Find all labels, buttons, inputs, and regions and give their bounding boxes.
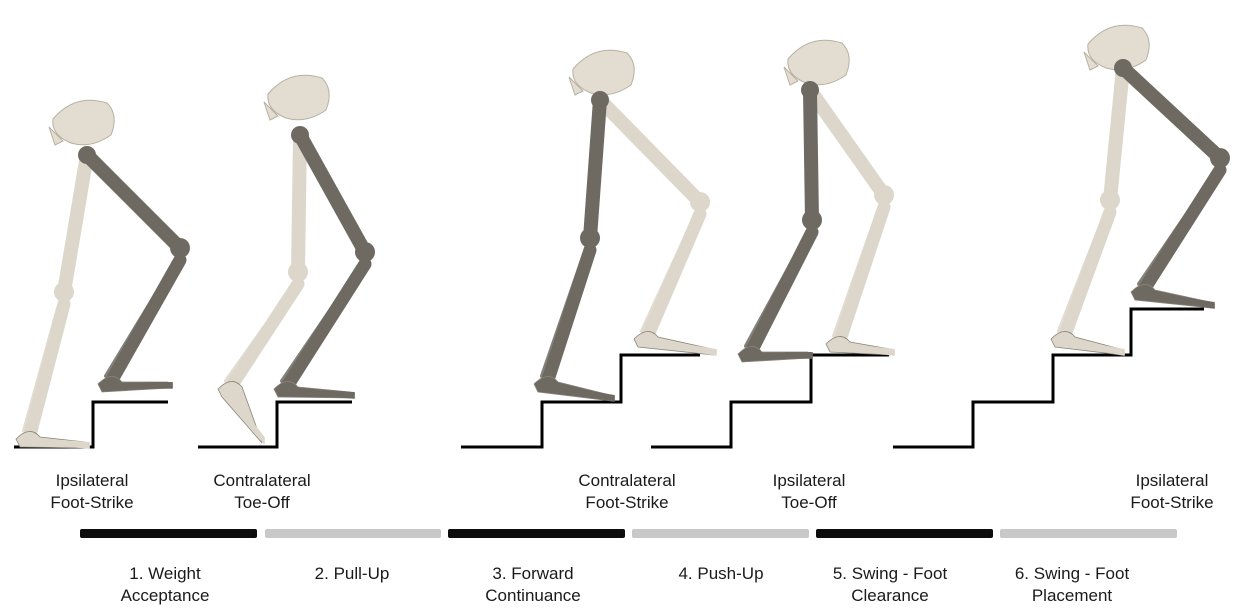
contralateral-leg-fibula	[834, 211, 878, 336]
ipsilateral-leg-femur	[810, 90, 812, 220]
ipsilateral-leg-femur	[1123, 68, 1220, 158]
ipsilateral-leg	[274, 135, 375, 398]
phase-bar-push-up	[632, 529, 809, 538]
ipsilateral-leg-femur	[590, 100, 600, 238]
event-label-contralateral-toe-off: Contralateral Toe-Off	[213, 470, 310, 514]
contralateral-leg	[600, 100, 716, 355]
phase-label-weight-acceptance: 1. Weight Acceptance	[121, 563, 210, 607]
phase-bar-swing-foot-placement	[1000, 529, 1177, 538]
ipsilateral-leg	[1123, 68, 1230, 308]
phase-label-push-up: 4. Push-Up	[678, 563, 763, 585]
ipsilateral-leg	[738, 90, 822, 362]
contralateral-leg-femur	[600, 100, 700, 202]
skeleton-figure-3	[534, 50, 716, 401]
contralateral-leg-tibia	[648, 214, 700, 335]
contralateral-leg-fibula	[1059, 216, 1104, 331]
contralateral-leg-femur	[1110, 68, 1123, 200]
event-label-ipsilateral-toe-off: Ipsilateral Toe-Off	[773, 470, 846, 514]
pelvis	[788, 40, 849, 85]
phase-bar-weight-acceptance	[80, 529, 257, 538]
stair-profile-3	[461, 355, 700, 447]
ipsilateral-leg-tibia	[752, 232, 812, 350]
stairs	[14, 309, 1204, 447]
phase-label-swing-foot-clearance: 5. Swing - Foot Clearance	[833, 563, 947, 607]
stair-profile-4	[651, 355, 889, 447]
stair-profile-5	[893, 309, 1204, 447]
phase-label-swing-foot-placement: 6. Swing - Foot Placement	[1015, 563, 1129, 607]
hip-joint	[291, 126, 309, 144]
contralateral-leg-femur	[64, 155, 87, 292]
ipsilateral-leg-tibia	[548, 250, 590, 380]
contralateral-leg-toe	[249, 423, 264, 443]
contralateral-leg	[810, 90, 894, 355]
skeleton-figure-2	[218, 75, 375, 443]
skeleton-figure-5	[1051, 25, 1230, 355]
ipsilateral-leg-tibia	[1145, 170, 1220, 288]
ipsilateral-leg-fibula	[106, 264, 174, 376]
contralateral-leg	[1051, 68, 1124, 355]
hip-joint	[591, 91, 609, 109]
event-label-ipsilateral-foot-strike: Ipsilateral Foot-Strike	[50, 470, 133, 514]
phase-label-forward-continuance: 3. Forward Continuance	[485, 563, 580, 607]
ipsilateral-leg-tibia	[112, 260, 180, 380]
hip-joint	[78, 146, 96, 164]
ipsilateral-leg-fibula	[542, 254, 584, 376]
pelvis	[53, 100, 114, 145]
ipsilateral-leg-femur	[300, 135, 365, 252]
contralateral-leg-fibula	[642, 218, 694, 331]
phase-label-pull-up: 2. Pull-Up	[315, 563, 390, 585]
contralateral-leg-femur	[810, 90, 884, 195]
pelvis	[573, 50, 634, 95]
stair-profile-2	[198, 402, 352, 447]
skeleton-figures	[16, 25, 1230, 448]
hip-joint	[801, 81, 819, 99]
contralateral-leg-tibia	[1065, 212, 1110, 335]
contralateral-leg-tibia	[840, 207, 884, 340]
ipsilateral-leg-femur	[87, 155, 180, 248]
skeleton-figure-4	[738, 40, 894, 362]
ipsilateral-leg	[534, 100, 614, 401]
phase-bar-forward-continuance	[448, 529, 625, 538]
hip-joint	[1114, 59, 1132, 77]
ipsilateral-leg	[87, 155, 190, 392]
contralateral-leg	[16, 155, 89, 448]
skeleton-figure-1	[16, 100, 190, 448]
contralateral-leg-foot	[218, 381, 262, 443]
pelvis	[268, 75, 329, 120]
contralateral-leg-femur	[298, 135, 300, 272]
phase-bar-swing-foot-clearance	[816, 529, 993, 538]
phase-bar-pull-up	[265, 529, 441, 538]
event-label-contralateral-foot-strike: Contralateral Foot-Strike	[578, 470, 675, 514]
event-label-ipsilateral-foot-strike-end: Ipsilateral Foot-Strike	[1130, 470, 1213, 514]
ipsilateral-leg-fibula	[746, 236, 806, 346]
ipsilateral-leg-fibula	[1139, 174, 1214, 284]
contralateral-leg-fibula	[226, 288, 292, 381]
contralateral-leg-tibia	[30, 304, 64, 435]
